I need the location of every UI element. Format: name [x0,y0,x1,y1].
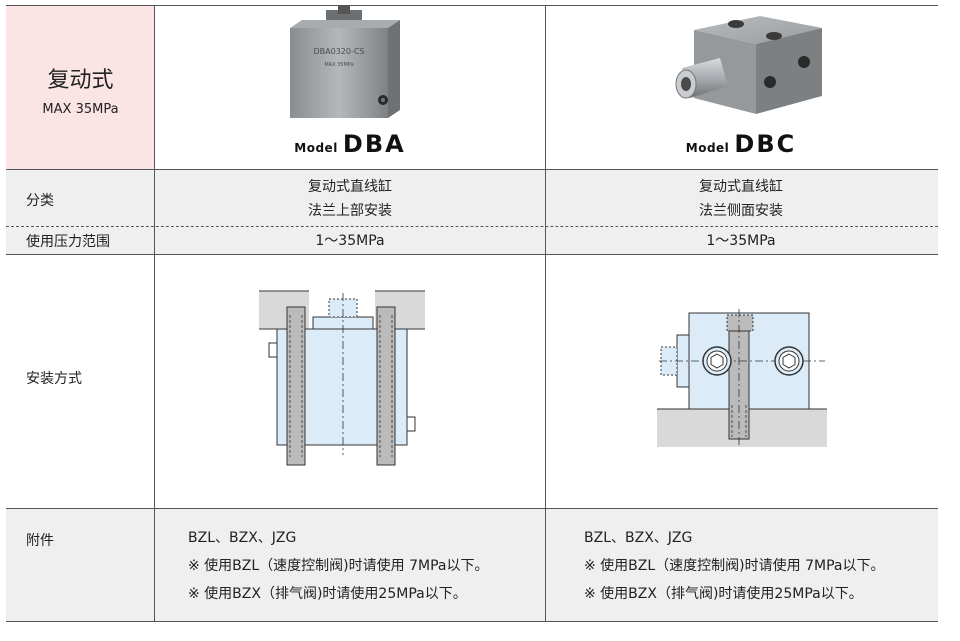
row-accessories-bg [6,509,938,621]
model-label-dba: Model DBA [155,130,545,158]
rule-pressure-bottom [6,254,938,255]
rule-category-bottom [6,226,938,227]
row-label-accessories: 附件 [26,533,54,549]
rule-top [6,5,938,6]
rule-col1 [154,5,155,622]
row-label-mounting: 安装方式 [26,371,82,387]
accessories-dbc-note2: ※ 使用BZX（排气阀)时请使用25MPa以下。 [584,586,863,602]
pressure-dbc: 1～35MPa [706,233,776,249]
accessories-dba-note1: ※ 使用BZL（速度控制阀)时请使用 7MPa以下。 [188,558,489,574]
category-dba-line2: 法兰上部安装 [308,203,392,219]
row-pressure-bg [6,227,938,254]
category-dba-line1: 复动式直线缸 [308,179,392,195]
type-subtitle: MAX 35MPa [42,102,119,117]
rule-mounting-bottom [6,508,938,509]
model-name-dbc: DBC [734,130,797,158]
row-category-bg [6,170,938,226]
row-label-category: 分类 [26,193,54,209]
product-image-dbc [675,16,822,114]
accessories-dba-list: BZL、BZX、JZG [188,530,297,546]
accessories-dba: BZL、BZX、JZG ※ 使用BZL（速度控制阀)时请使用 7MPa以下。 ※… [188,524,488,608]
accessories-dbc-list: BZL、BZX、JZG [584,530,693,546]
accessories-dba-note2: ※ 使用BZX（排气阀)时请使用25MPa以下。 [188,586,467,602]
header-type-cell [6,6,155,169]
category-dbc-line2: 法兰侧面安装 [699,203,783,219]
product-image-dba: DBA0320-CS MAX 35MPa [290,6,400,118]
type-title: 复动式 [47,68,114,93]
row-label-pressure: 使用压力范围 [26,234,110,250]
model-prefix-dbc: Model [685,141,730,155]
model-label-dbc: Model DBC [545,130,937,158]
dba-engraving: DBA0320-CS [313,47,364,56]
category-dbc: 复动式直线缸 法兰侧面安装 [545,175,937,223]
svg-text:MAX 35MPa: MAX 35MPa [324,62,353,68]
mounting-drawing-dba [259,290,425,466]
accessories-dbc: BZL、BZX、JZG ※ 使用BZL（速度控制阀)时请使用 7MPa以下。 ※… [584,524,884,608]
rule-bottom [6,621,938,622]
rule-col2 [545,5,546,622]
rule-header-bottom [6,169,938,170]
pressure-dba: 1～35MPa [315,233,385,249]
category-dbc-line1: 复动式直线缸 [699,179,783,195]
model-name-dba: DBA [342,130,406,158]
category-dba: 复动式直线缸 法兰上部安装 [155,175,545,223]
mounting-drawing-dbc [657,309,827,447]
accessories-dbc-note1: ※ 使用BZL（速度控制阀)时请使用 7MPa以下。 [584,558,885,574]
model-prefix-dba: Model [294,141,338,155]
